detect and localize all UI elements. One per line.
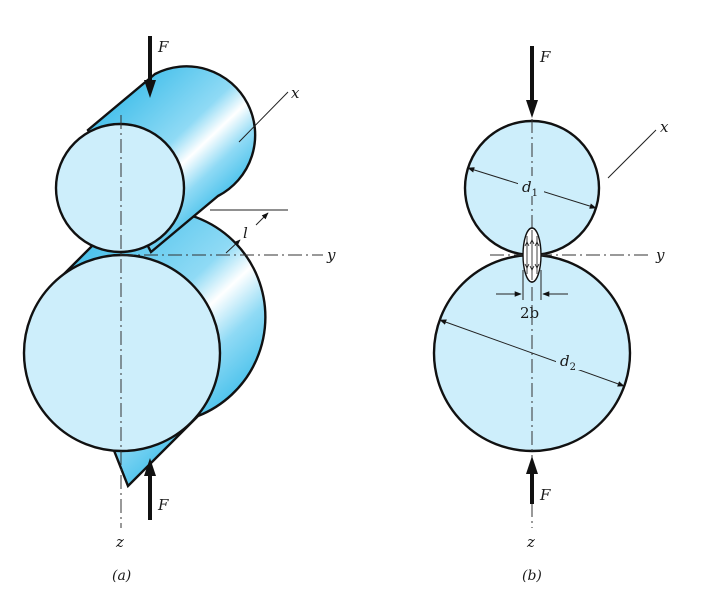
z-axis-label-a: z <box>115 533 124 551</box>
caption-b: (b) <box>522 568 542 584</box>
force-arrow-top-b: F <box>526 46 551 118</box>
force-arrow-bottom-b: F <box>526 456 551 504</box>
contact-width-label: 2b <box>520 304 539 322</box>
bottom-cylinder <box>22 209 267 489</box>
x-axis-label-b: x <box>660 118 669 136</box>
diameter-2-label: d2 <box>560 352 576 373</box>
z-axis-label-b: z <box>526 533 535 551</box>
top-cylinder-front-face <box>54 122 186 254</box>
caption-a: (a) <box>112 568 131 584</box>
diameter-2-dimension: d2 <box>439 319 625 387</box>
y-axis-label-a: y <box>326 246 336 264</box>
panel-b: 2b d1 d2 x y z F <box>432 46 669 584</box>
x-axis-leader-b <box>607 129 657 179</box>
diameter-1-label: d1 <box>522 178 538 199</box>
diameter-1-dimension: d1 <box>467 167 597 209</box>
force-label-top-a: F <box>157 38 169 56</box>
force-arrow-top-a: F <box>144 36 169 98</box>
top-cylinder <box>54 65 257 254</box>
force-arrow-bottom-a: F <box>144 458 169 520</box>
contact-pressure-ellipse <box>522 227 542 283</box>
x-axis-label-a: x <box>291 84 300 102</box>
y-axis-label-b: y <box>655 246 665 264</box>
panel-a: x y z l F F (a) <box>22 36 336 584</box>
force-label-bottom-a: F <box>157 496 169 514</box>
contact-width-dimension: 2b <box>496 270 568 322</box>
force-label-bottom-b: F <box>539 486 551 504</box>
force-label-top-b: F <box>539 48 551 66</box>
x-axis-leader-a <box>238 91 289 143</box>
bottom-cylinder-front-face <box>22 253 222 453</box>
length-label: l <box>243 224 248 242</box>
length-dimension: l <box>210 209 288 254</box>
